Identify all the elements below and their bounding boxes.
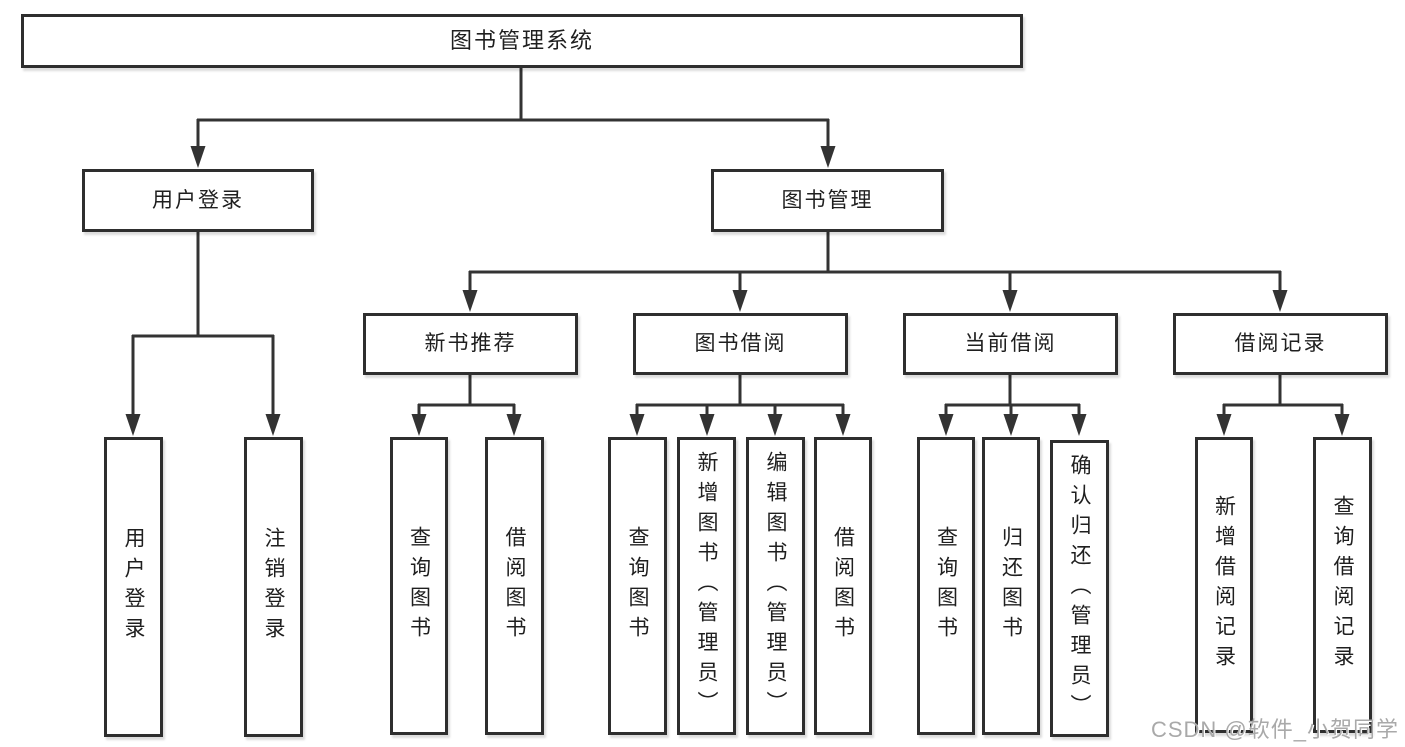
node-book-management: 图书管理 bbox=[711, 169, 944, 232]
leaf-borrow-books-1: 借阅图书 bbox=[485, 437, 544, 735]
leaf-query-books-2: 查询图书 bbox=[608, 437, 667, 735]
node-user-login: 用户登录 bbox=[82, 169, 314, 232]
node-borrow-records-label: 借阅记录 bbox=[1234, 332, 1327, 356]
leaf-add-borrow-record-label: 新增借阅记录 bbox=[1212, 495, 1236, 675]
leaf-borrow-books-2-label: 借阅图书 bbox=[831, 526, 855, 646]
csdn-watermark: CSDN @软件_小贺同学 bbox=[1150, 717, 1399, 742]
leaf-query-books-1-label: 查询图书 bbox=[407, 526, 431, 646]
leaf-logout: 注销登录 bbox=[244, 437, 303, 737]
node-book-management-label: 图书管理 bbox=[781, 188, 874, 212]
leaf-user-login-label: 用户登录 bbox=[122, 527, 145, 647]
node-borrow-records: 借阅记录 bbox=[1173, 313, 1388, 375]
leaf-borrow-books-1-label: 借阅图书 bbox=[503, 526, 526, 646]
node-library-management-system-label: 图书管理系统 bbox=[449, 27, 594, 53]
node-user-login-label: 用户登录 bbox=[152, 188, 244, 212]
leaf-query-books-2-label: 查询图书 bbox=[626, 526, 649, 646]
leaf-query-books-3: 查询图书 bbox=[917, 437, 975, 735]
arrowheads bbox=[125, 146, 1350, 436]
node-book-borrow-label: 图书借阅 bbox=[694, 332, 787, 356]
leaf-query-borrow-record: 查询借阅记录 bbox=[1313, 437, 1372, 733]
leaf-borrow-books-2: 借阅图书 bbox=[814, 437, 872, 735]
node-current-borrow-label: 当前借阅 bbox=[964, 332, 1057, 356]
node-current-borrow: 当前借阅 bbox=[903, 313, 1118, 375]
leaf-return-books: 归还图书 bbox=[982, 437, 1040, 735]
leaf-confirm-return-admin-label: 确认归还（管理员） bbox=[1068, 453, 1091, 724]
node-book-borrow: 图书借阅 bbox=[633, 313, 848, 375]
node-new-book-recommend: 新书推荐 bbox=[363, 313, 578, 375]
leaf-confirm-return-admin: 确认归还（管理员） bbox=[1050, 440, 1109, 737]
node-new-book-recommend-label: 新书推荐 bbox=[424, 332, 517, 356]
node-library-management-system: 图书管理系统 bbox=[21, 14, 1023, 68]
leaf-user-login: 用户登录 bbox=[104, 437, 163, 737]
leaf-query-borrow-record-label: 查询借阅记录 bbox=[1331, 495, 1354, 675]
leaf-query-books-3-label: 查询图书 bbox=[934, 526, 958, 646]
leaf-logout-label: 注销登录 bbox=[262, 527, 285, 647]
leaf-query-books-1: 查询图书 bbox=[390, 437, 448, 735]
leaf-edit-books-admin-label: 编辑图书（管理员） bbox=[764, 451, 787, 721]
leaf-add-books-admin: 新增图书（管理员） bbox=[677, 437, 736, 735]
leaf-add-books-admin-label: 新增图书（管理员） bbox=[695, 451, 718, 721]
leaf-return-books-label: 归还图书 bbox=[999, 526, 1023, 646]
leaf-add-borrow-record: 新增借阅记录 bbox=[1195, 437, 1253, 733]
leaf-edit-books-admin: 编辑图书（管理员） bbox=[746, 437, 805, 735]
